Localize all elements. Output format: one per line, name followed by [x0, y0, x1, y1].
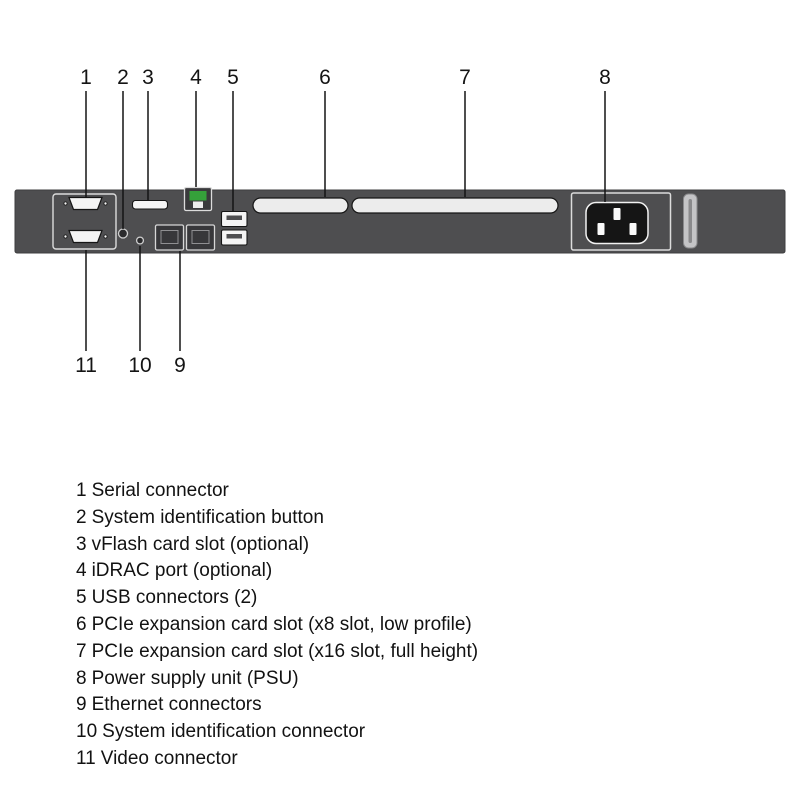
idrac-led — [189, 191, 207, 201]
ethernet-left-inner — [160, 230, 179, 244]
callout-number: 8 — [599, 66, 611, 89]
psu-inlet-pin-right — [629, 223, 637, 235]
callouts-top: 1 2 3 4 5 6 7 — [80, 66, 611, 229]
callout-number: 11 — [75, 354, 97, 377]
legend-label: USB connectors (2) — [91, 587, 258, 609]
ethernet-connectors-icon — [154, 224, 216, 251]
legend-number: 3 — [76, 533, 87, 555]
idrac-port-icon — [183, 186, 213, 212]
idrac-tab — [193, 201, 203, 208]
callout-psu: 8 — [599, 66, 611, 202]
callouts-bottom: 11 10 9 — [75, 246, 186, 377]
pcie-slot-x16-icon — [351, 197, 559, 214]
callout-usb: 5 — [227, 66, 239, 211]
callout-serial: 1 — [80, 66, 92, 197]
callout-number: 7 — [459, 66, 471, 89]
legend-number: 8 — [76, 667, 87, 689]
video-connector-icon — [63, 229, 108, 244]
psu-handle-groove — [688, 199, 692, 243]
callout-idrac: 4 — [190, 66, 202, 187]
callout-number: 1 — [80, 66, 92, 89]
legend-label: vFlash card slot (optional) — [91, 533, 310, 555]
legend-number: 10 — [76, 721, 98, 743]
callout-number: 4 — [190, 66, 202, 89]
legend-number: 4 — [76, 560, 87, 582]
psu-frame — [570, 192, 672, 251]
callout-system-id-button: 2 — [117, 66, 129, 229]
callout-video: 11 — [75, 250, 97, 377]
left-connector-plate — [52, 193, 117, 250]
ethernet-connector-right — [185, 224, 216, 251]
legend-label: System identification connector — [102, 721, 366, 743]
legend-label: iDRAC port (optional) — [91, 560, 273, 582]
system-id-button-icon — [117, 228, 129, 239]
callout-number: 3 — [142, 66, 154, 89]
rear-panel-diagram: 1 2 3 4 5 6 7 — [14, 66, 786, 377]
legend-label: PCIe expansion card slot (x16 slot, full… — [91, 640, 479, 662]
callout-pcie-x8: 6 — [319, 66, 331, 197]
legend-label: PCIe expansion card slot (x8 slot, low p… — [91, 613, 472, 635]
system-id-connector-icon — [135, 236, 145, 245]
callout-pcie-x16: 7 — [459, 66, 471, 197]
video-dsub — [68, 229, 103, 244]
psu-inlet-pin-left — [597, 223, 605, 235]
callout-number: 10 — [128, 354, 151, 377]
legend-label: Ethernet connectors — [91, 694, 262, 716]
legend-number: 11 — [76, 747, 96, 769]
legend-label: Serial connector — [91, 480, 229, 501]
video-screw-left — [63, 234, 68, 239]
serial-screw-right — [103, 201, 108, 206]
callout-number: 5 — [227, 66, 239, 89]
callout-vflash: 3 — [142, 66, 154, 200]
callout-system-id-connector: 10 — [128, 246, 152, 377]
callout-number: 9 — [174, 354, 186, 377]
psu-inlet-pin-top — [613, 208, 621, 220]
callout-number: 2 — [117, 66, 129, 89]
legend-label: System identification button — [91, 506, 324, 528]
video-screw-right — [103, 234, 108, 239]
callout-ethernet: 9 — [174, 251, 186, 377]
legend-number: 2 — [76, 506, 87, 528]
legend-number: 7 — [76, 640, 87, 662]
usb-tongue-top — [226, 215, 242, 220]
serial-connector-icon — [63, 196, 108, 211]
legend-number: 5 — [76, 587, 87, 609]
legend-number: 9 — [76, 694, 87, 716]
ethernet-right-inner — [191, 230, 210, 244]
vflash-card-slot-icon — [131, 199, 169, 210]
usb-connectors-icon — [220, 210, 248, 246]
callout-number: 6 — [319, 66, 331, 89]
rear-panel-chassis — [14, 186, 786, 254]
legend-label: Power supply unit (PSU) — [91, 667, 299, 689]
psu-icon — [570, 192, 698, 251]
legend-label: Video connector — [100, 747, 238, 769]
serial-screw-left — [63, 201, 68, 206]
serial-dsub — [68, 196, 103, 211]
usb-tongue-bottom — [226, 234, 242, 239]
ethernet-connector-left — [154, 224, 185, 251]
pcie-slot-x8-icon — [252, 197, 349, 214]
legend-number: 6 — [76, 613, 87, 635]
legend-number: 1 — [76, 480, 87, 501]
